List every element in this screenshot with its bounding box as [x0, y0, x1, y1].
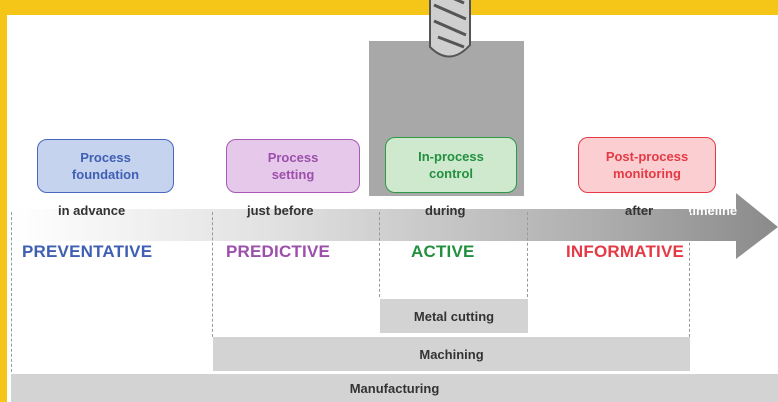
separator-line — [212, 212, 213, 337]
scope-label: Manufacturing — [349, 380, 440, 396]
stage-box-in-process-control: In-process control — [385, 137, 517, 193]
end-mill-tool-icon — [429, 0, 471, 58]
timeline-phase-in-advance: in advance — [58, 203, 126, 218]
separator-line — [11, 212, 12, 372]
stage-box-process-setting: Process setting — [226, 139, 360, 193]
separator-line — [379, 212, 380, 297]
stage-label: Process setting — [267, 150, 319, 182]
timeline-phase-just-before: just before — [247, 203, 314, 218]
category-informative: INFORMATIVE — [566, 242, 685, 261]
category-preventative: PREVENTATIVE — [22, 242, 153, 261]
scope-bar-manufacturing: Manufacturing — [11, 374, 778, 402]
stage-label: Post-process monitoring — [605, 149, 689, 181]
timeline-axis-label: timeline — [688, 203, 738, 218]
separator-line — [527, 212, 528, 297]
category-active: ACTIVE — [411, 242, 475, 261]
timeline-arrow — [14, 193, 778, 259]
scope-bar-metal-cutting: Metal cutting — [380, 299, 528, 333]
scope-label: Metal cutting — [413, 308, 495, 324]
timeline-phase-during: during — [425, 203, 466, 218]
category-predictive: PREDICTIVE — [226, 242, 331, 261]
stage-box-process-foundation: Process foundation — [37, 139, 174, 193]
stage-box-post-process-monitoring: Post-process monitoring — [578, 137, 716, 193]
separator-line — [689, 212, 690, 337]
stage-label: Process foundation — [71, 150, 140, 182]
scope-bar-machining: Machining — [213, 337, 690, 371]
timeline-phase-after: after — [625, 203, 654, 218]
scope-label: Machining — [419, 346, 484, 362]
stage-label: In-process control — [418, 149, 484, 181]
